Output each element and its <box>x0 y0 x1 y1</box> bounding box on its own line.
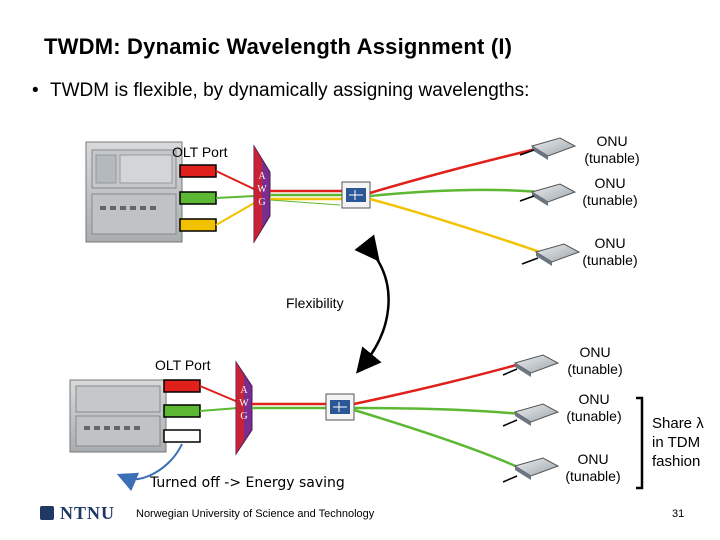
onu-label-top-2: ONU (tunable) <box>565 175 655 209</box>
olt-equipment-bottom <box>69 379 167 453</box>
onu-device-top-2 <box>519 183 577 206</box>
share-lambda-note: Share λ in TDM fashion <box>652 414 720 471</box>
olt-port-label-top: OLT Port <box>172 144 228 160</box>
olt-equipment-top <box>85 141 183 243</box>
turned-off-arrow <box>116 443 183 492</box>
onu-label-line2: (tunable) <box>582 192 638 208</box>
bullet-label: TWDM is flexible, by dynamically assigni… <box>50 80 530 101</box>
onu-label-line2: (tunable) <box>567 361 623 377</box>
onu-label-bottom-3: ONU (tunable) <box>548 451 638 485</box>
olt-port-red-top <box>179 164 217 178</box>
onu-label-top-3: ONU (tunable) <box>565 235 655 269</box>
turned-off-label: Turned off -> Energy saving <box>150 475 345 491</box>
onu-label-line1: ONU <box>594 235 626 251</box>
page-number: 31 <box>672 508 685 520</box>
onu-device-bottom-2 <box>502 403 560 427</box>
share-line1: Share λ <box>652 415 704 432</box>
olt-port-off-bottom <box>163 429 201 443</box>
ntnu-logo-text: NTNU <box>60 503 116 523</box>
awg-letter-a-top: A <box>258 171 266 182</box>
share-line2: in TDM <box>652 434 701 451</box>
splitter-bottom <box>325 393 355 421</box>
awg-letter-g-top: G <box>258 197 265 208</box>
onu-label-bottom-1: ONU (tunable) <box>550 344 640 378</box>
splitter-top <box>341 181 371 209</box>
olt-port-green-top <box>179 191 217 205</box>
awg-letter-w-bottom: W <box>239 398 249 409</box>
flexibility-label: Flexibility <box>286 295 344 311</box>
ntnu-logo-icon <box>40 506 54 520</box>
flexibility-arrow <box>354 234 390 374</box>
onu-label-line2: (tunable) <box>565 468 621 484</box>
footer-university: Norwegian University of Science and Tech… <box>136 508 375 520</box>
ntnu-logo: NTNU <box>40 503 115 524</box>
olt-port-green-bottom <box>163 404 201 418</box>
onu-label-line1: ONU <box>577 451 609 467</box>
onu-label-line2: (tunable) <box>584 150 640 166</box>
onu-label-top-1: ONU (tunable) <box>567 133 657 167</box>
share-line3: fashion <box>652 453 701 470</box>
onu-label-line2: (tunable) <box>582 252 638 268</box>
olt-port-red-bottom <box>163 379 201 393</box>
share-bracket <box>636 396 644 490</box>
onu-device-bottom-1 <box>502 354 560 377</box>
olt-port-label-bottom: OLT Port <box>155 357 211 373</box>
awg-letter-a-bottom: A <box>240 385 248 396</box>
onu-label-line2: (tunable) <box>566 408 622 424</box>
onu-device-bottom-3 <box>502 457 560 483</box>
onu-label-line1: ONU <box>579 344 611 360</box>
bullet-text: •TWDM is flexible, by dynamically assign… <box>32 80 530 101</box>
onu-label-bottom-2: ONU (tunable) <box>549 391 639 425</box>
onu-label-line1: ONU <box>594 175 626 191</box>
slide-title: TWDM: Dynamic Wavelength Assignment (I) <box>44 34 513 59</box>
onu-label-line1: ONU <box>596 133 628 149</box>
awg-letter-g-bottom: G <box>240 411 247 422</box>
onu-device-top-1 <box>519 137 577 160</box>
onu-device-top-3 <box>521 243 581 266</box>
onu-label-line1: ONU <box>578 391 610 407</box>
olt-port-yellow-top <box>179 218 217 232</box>
awg-letter-w-top: W <box>257 184 267 195</box>
